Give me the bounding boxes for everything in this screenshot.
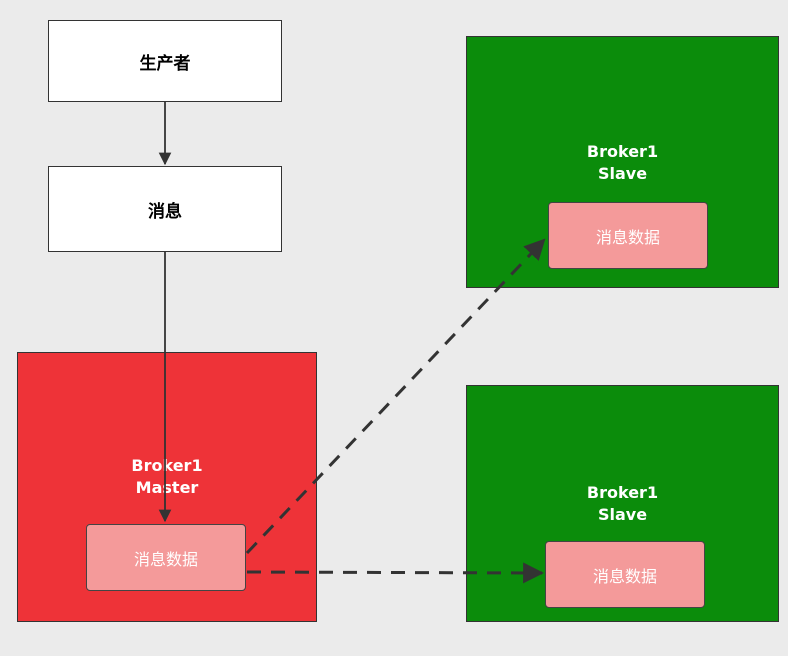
slave-bottom-data-box: 消息数据	[545, 541, 705, 608]
broker-slave-bottom-name: Broker1	[586, 483, 659, 502]
broker-slave-bottom-role: Slave	[597, 505, 648, 524]
broker-slave-top-role: Slave	[597, 164, 648, 183]
broker-slave-bottom: Broker1 Slave 消息数据	[466, 385, 779, 622]
broker-master-role: Master	[135, 478, 199, 497]
producer-label: 生产者	[139, 53, 191, 74]
slave-top-data-box: 消息数据	[548, 202, 708, 269]
message-label: 消息	[148, 201, 182, 222]
slave-top-data-label: 消息数据	[595, 227, 660, 247]
master-data-label: 消息数据	[133, 549, 198, 569]
broker-slave-top-name: Broker1	[586, 142, 659, 161]
broker-slave-bottom-title: Broker1 Slave	[467, 482, 778, 526]
broker-master: Broker1 Master 消息数据	[17, 352, 317, 622]
broker-slave-top: Broker1 Slave 消息数据	[466, 36, 779, 288]
message-node: 消息	[48, 166, 282, 252]
broker-slave-top-title: Broker1 Slave	[467, 141, 778, 185]
slave-bottom-data-label: 消息数据	[592, 566, 657, 586]
producer-node: 生产者	[48, 20, 282, 102]
master-data-box: 消息数据	[86, 524, 246, 591]
broker-master-title: Broker1 Master	[18, 455, 316, 499]
broker-master-name: Broker1	[131, 456, 203, 475]
